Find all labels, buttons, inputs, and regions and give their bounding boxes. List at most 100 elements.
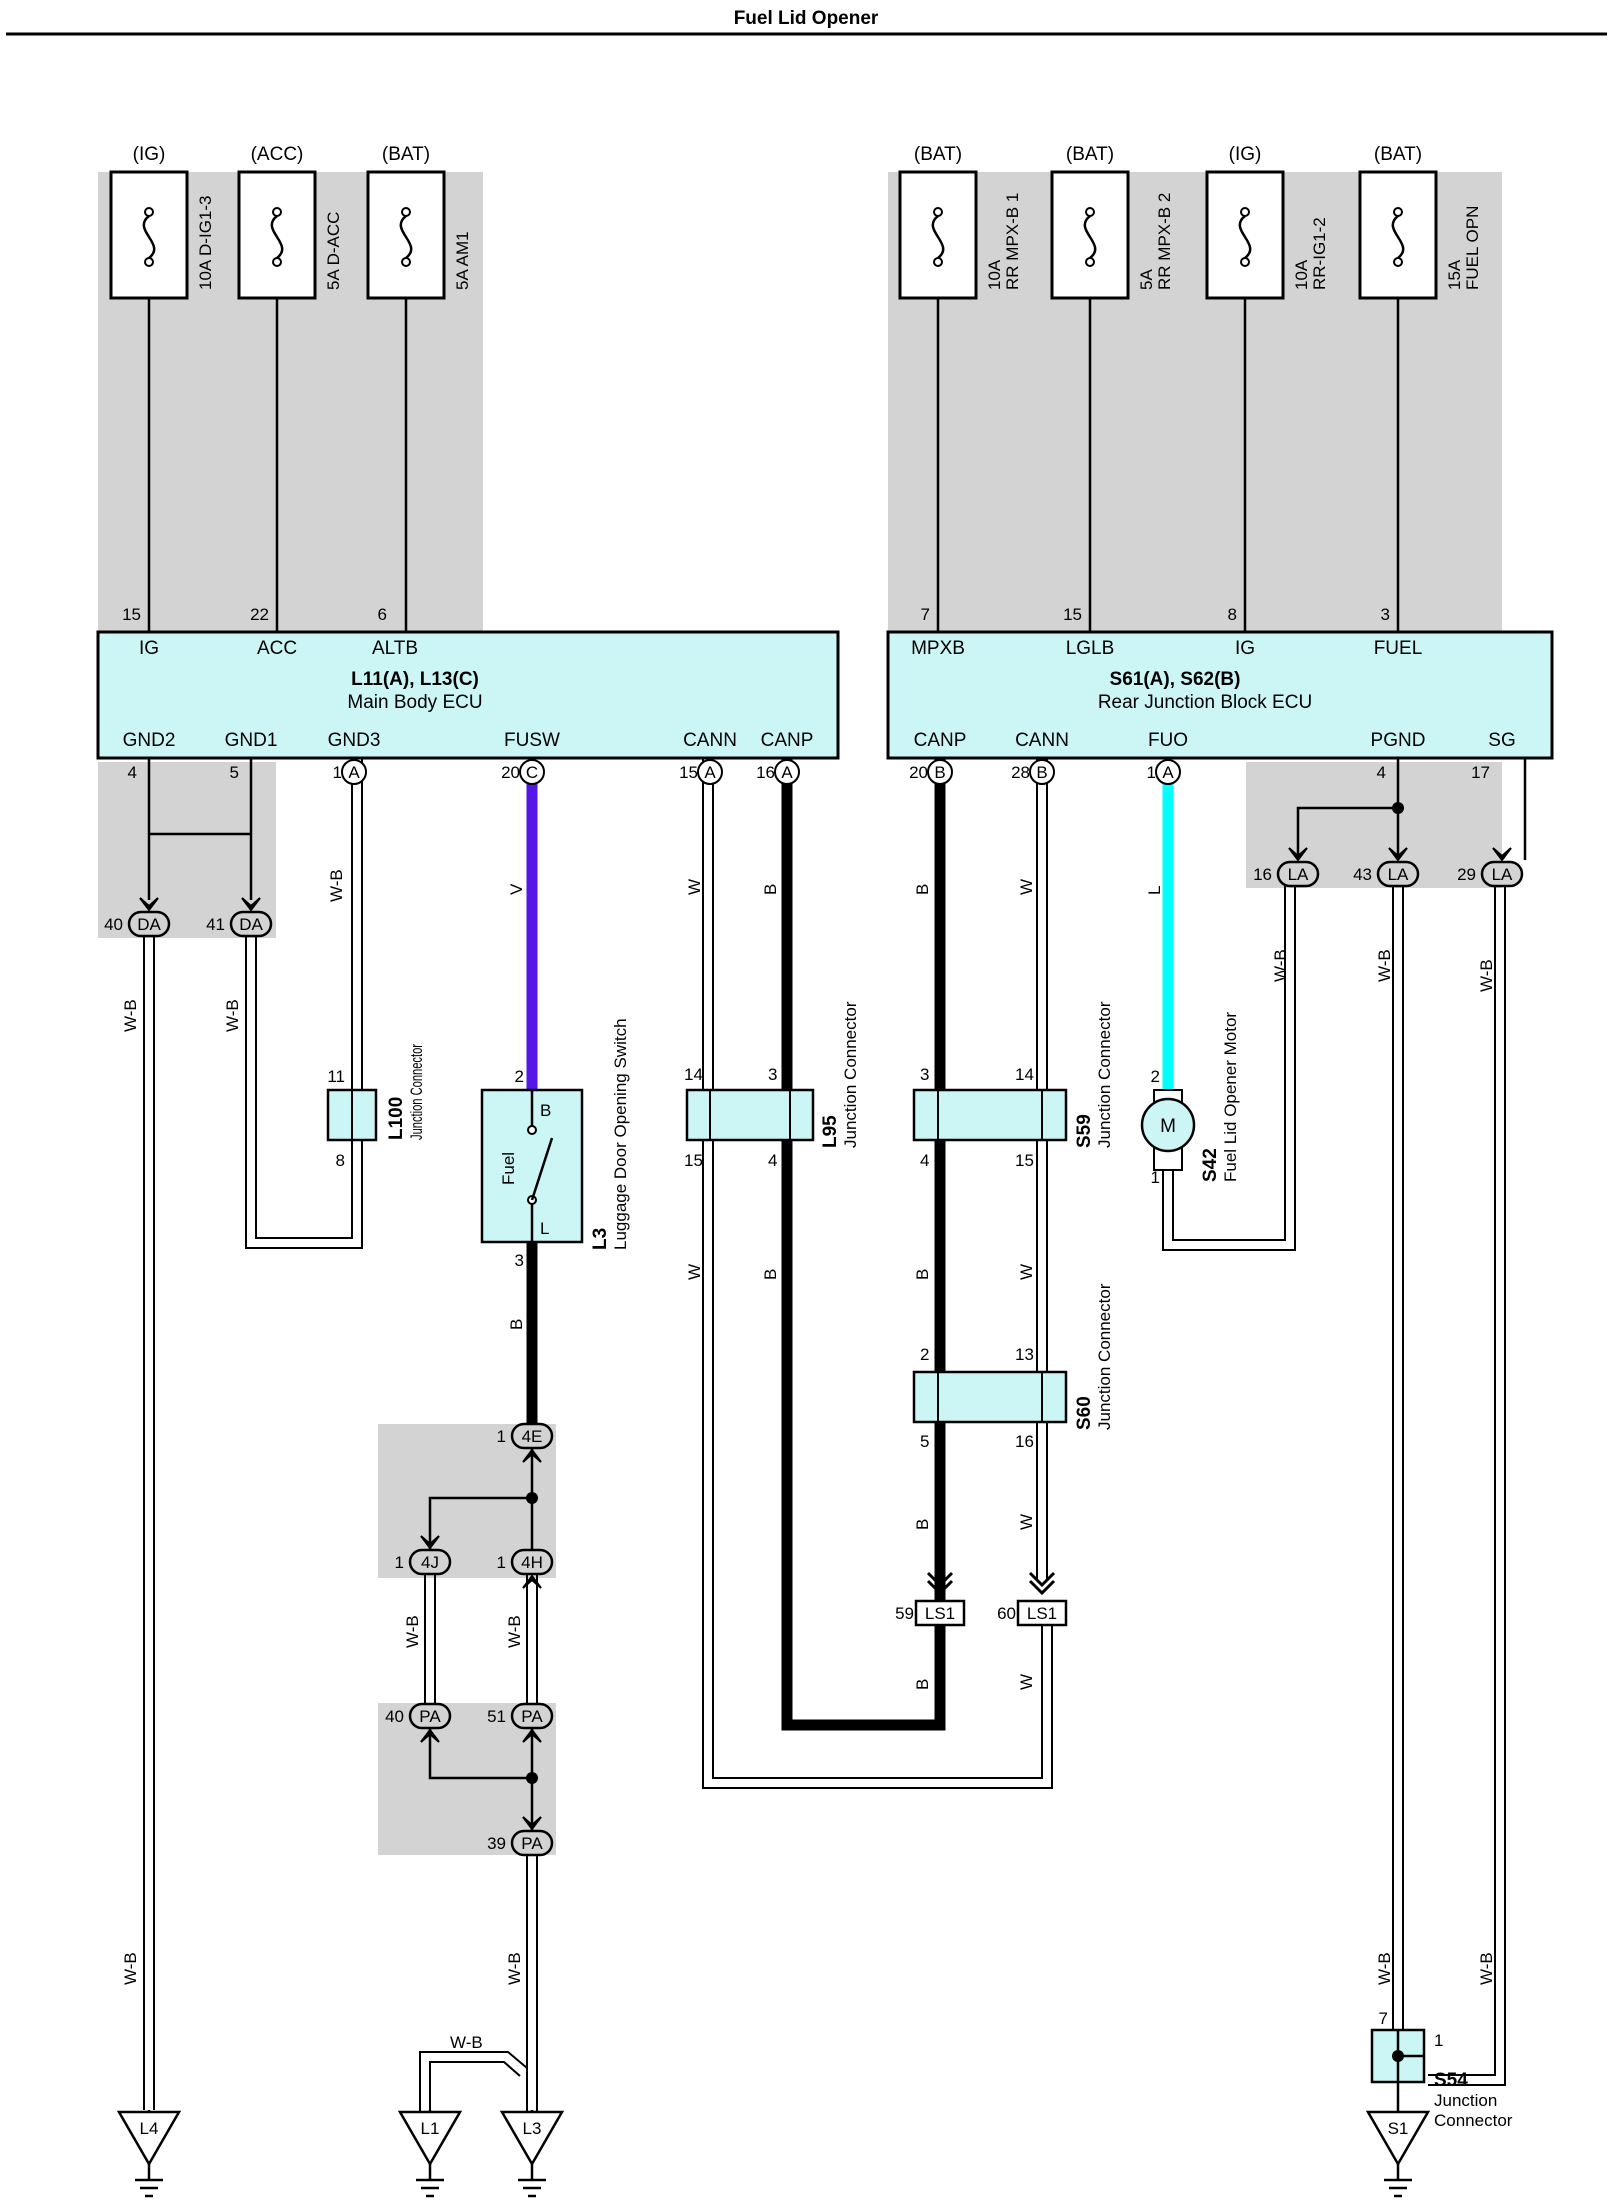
connector-code-circle [519,759,545,785]
ecu-pin-number: 15 [679,763,698,782]
fuse-1: (IG)10A D-IG1-3 [109,144,215,300]
arrow-down-icon [522,1816,542,1831]
connector-code: B [934,763,945,782]
ecu-pin-label: PGND [1371,730,1426,751]
ecu-pin-number: 6 [378,605,387,624]
arrow-down-icon [139,897,159,912]
ground-label: L1 [421,2119,440,2138]
ecu1-name: Main Body ECU [347,692,482,713]
ecu1-title: L11(A), L13(C) [351,669,479,690]
s54-pin-right: 1 [1434,2031,1443,2050]
s59-code: S59 [1074,1114,1095,1148]
l95-pin-4: 4 [768,1151,777,1170]
fuse-icon [144,207,154,217]
connector-code-circle [927,759,953,785]
connector-c4h: 4H1 [497,1548,554,1589]
fuse-name: FUEL OPN [1463,206,1482,290]
ecu-pin-number: 17 [1471,763,1490,782]
connector-pin: 40 [385,1707,404,1726]
shaded-regions [98,172,1502,1855]
fuse-icon [1393,207,1403,217]
ecu-pin-label: CANN [1015,730,1069,751]
wire-color-label: W-B [403,1615,422,1648]
connector-pin: 39 [487,1834,506,1853]
ecu2-ground-wires [1296,758,1527,860]
connector-pin: 43 [1353,865,1372,884]
ecu-pin-label: LGLB [1066,638,1115,659]
ecu2-name: Rear Junction Block ECU [1098,692,1312,713]
arrow-up-icon [522,1574,542,1589]
chevron-down-icon [926,1571,954,1596]
s59-junction: 3 14 4 15 S59 Junction Connector [912,1001,1114,1170]
fuse-icon [1085,207,1095,217]
ground-triangle-icon [116,2110,182,2167]
arrow-down-icon [1388,847,1408,862]
connector-code: LA [1288,865,1309,884]
wire-color-label: V [507,883,526,895]
ecu-pin-label: IG [139,638,159,659]
ecu-pin-label: IG [1235,638,1255,659]
ecu-pin-label: GND3 [328,730,381,751]
wire-color-label: W [1017,879,1036,895]
fuse-name: RR MPX-B 1 [1003,193,1022,290]
ecu-pin-number: 8 [1228,605,1237,624]
fuse-power-label: (IG) [133,144,166,165]
splice-pgnd [1392,802,1404,814]
connector-code: B [1036,763,1047,782]
ecu-pin-label: GND1 [225,730,278,751]
ecu-pin-label: SG [1488,730,1515,751]
wire-color-label: W-B [327,869,346,902]
connector-pin: 60 [997,1604,1016,1623]
connector-code: A [704,763,716,782]
ground-L1: L1 [397,2110,463,2198]
ground-label: L3 [523,2119,542,2138]
wire-color-label: W-B [505,1952,524,1985]
fuse-icon [933,207,943,217]
l3-name: Luggage Door Opening Switch [611,1018,630,1250]
fuse-rating: 10A [1292,259,1311,290]
ground-S1: S1 [1365,2110,1431,2198]
s54-junction: 7 1 S54 Junction Connector [1370,2009,1513,2130]
ground-triangle-icon [397,2110,463,2167]
wire-color-label: W [1017,1264,1036,1280]
s54-name: Junction [1434,2091,1497,2110]
l95-junction: 14 3 15 4 L95 Junction Connector [684,1001,860,1170]
wire-color-label: W [1017,1514,1036,1530]
diagram-title: Fuel Lid Opener [734,8,879,29]
ecu-pin-number: 28 [1011,763,1030,782]
ecu-pin-number: 4 [1377,763,1386,782]
ecu-pin-label: MPXB [911,638,965,659]
l95-pin-15: 15 [684,1151,703,1170]
s60-pin-16: 16 [1015,1432,1034,1451]
ground-label: L4 [140,2119,159,2138]
white-wires [143,758,1506,2112]
ecu-pin-label: ACC [257,638,297,659]
fuse-icon [401,207,411,217]
s60-name: Junction Connector [1095,1283,1114,1430]
fuse-power-label: (IG) [1229,144,1262,165]
connector-code: DA [239,915,263,934]
ecu-pin-number: 5 [230,763,239,782]
wire-color-label: B [913,1269,932,1280]
ecu-pin-number: 20 [501,763,520,782]
ecu-pin-label: CANP [914,730,967,751]
l3-term-b: B [540,1101,551,1120]
wire-color-label: L [1145,886,1164,895]
ecu2-title: S61(A), S62(B) [1110,669,1241,690]
ecu-pin-number: 20 [909,763,928,782]
fuse-rating: 10A [985,259,1004,290]
splice-4e-dot [526,1492,538,1504]
ecu1-box: L11(A), L13(C) Main Body ECU [96,630,840,760]
ground-symbols: L4 L1 L3 S1 [116,2110,1431,2198]
s60-pin-5: 5 [920,1432,929,1451]
ecu-pin-label: FUO [1148,730,1188,751]
fuse-rating: 5A AM1 [453,231,472,290]
connector-pin: 1 [497,1553,506,1572]
l3-switch: B L Fuel 2 3 L3 Luggage Door Opening Swi… [480,1018,630,1270]
fuse-icon [1240,207,1250,217]
